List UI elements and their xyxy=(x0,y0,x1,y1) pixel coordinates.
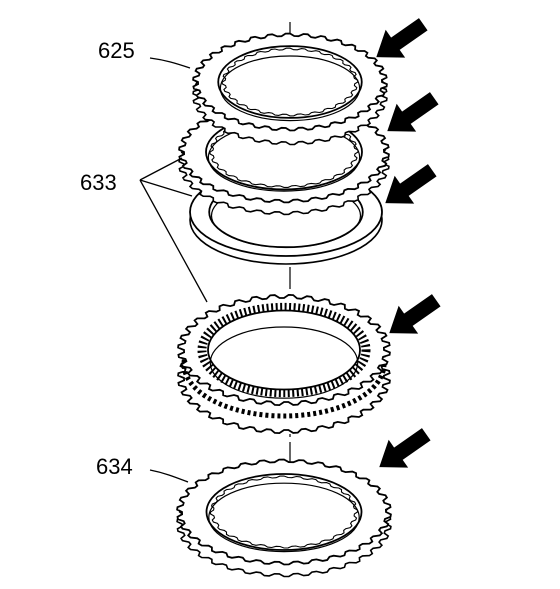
part-plate-top xyxy=(192,32,388,146)
arrow-spacer-ring xyxy=(385,164,437,204)
arrow-plate-bottom xyxy=(379,428,431,468)
leader-line-634 xyxy=(149,469,189,483)
part-friction-disc xyxy=(177,293,391,435)
arrow-plate-top xyxy=(376,18,428,58)
leader-line-633-a xyxy=(139,157,183,181)
arrow-friction-disc xyxy=(389,294,441,334)
leader-line-633-c xyxy=(139,179,208,303)
arrow-plate-second xyxy=(387,92,439,132)
part-plate-bottom xyxy=(176,458,392,578)
label-625: 625 xyxy=(98,38,135,63)
leader-line-633-b xyxy=(139,179,193,197)
leader-line-625 xyxy=(149,57,191,69)
arrows-layer xyxy=(376,18,441,468)
parts-layer xyxy=(176,32,392,578)
label-634: 634 xyxy=(96,454,133,479)
label-633: 633 xyxy=(80,170,117,195)
